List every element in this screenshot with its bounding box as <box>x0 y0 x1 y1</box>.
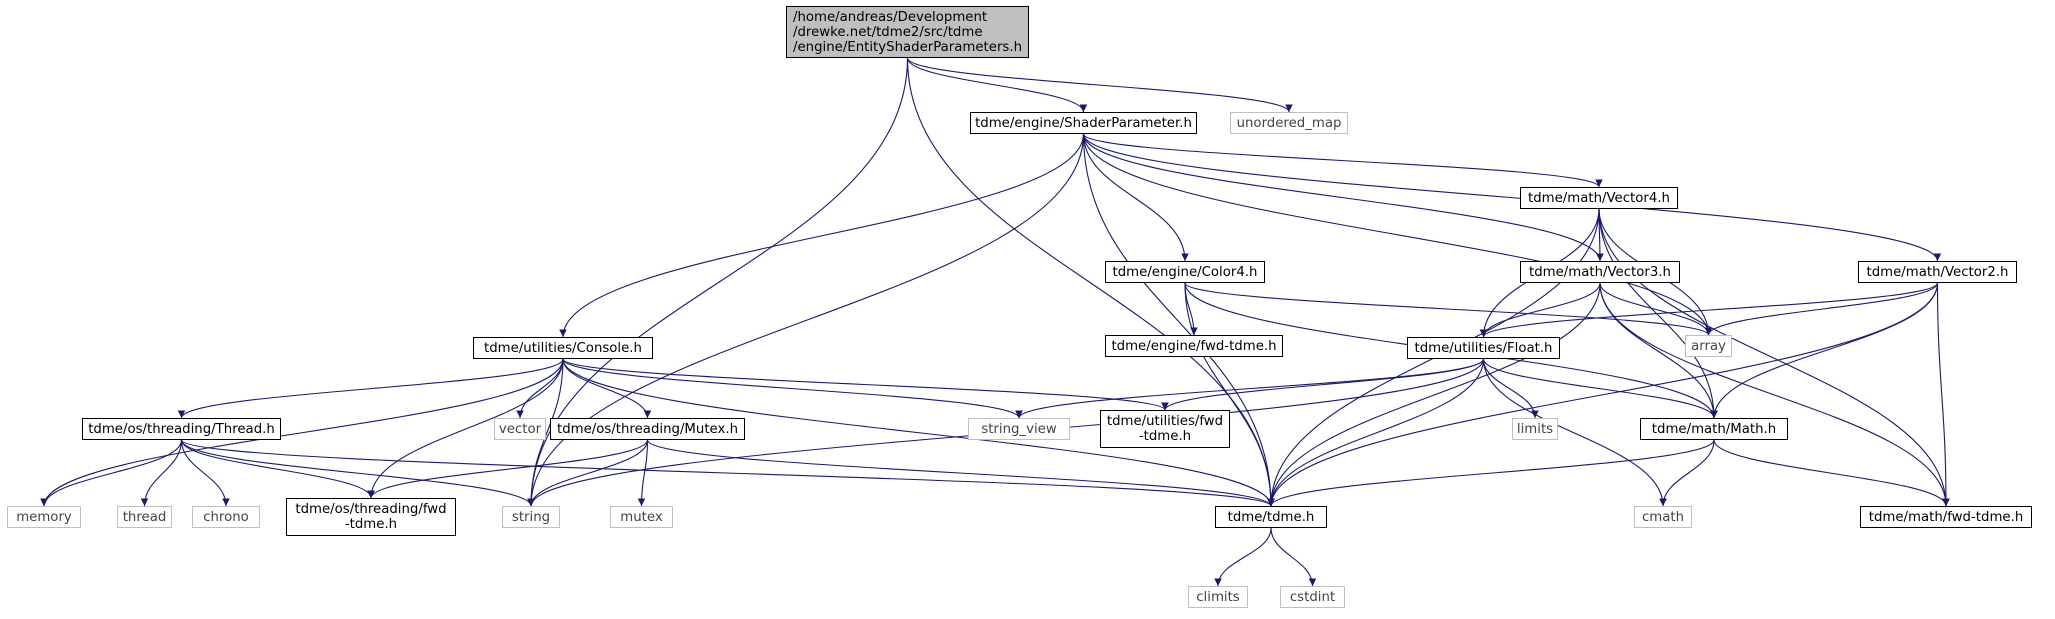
node-unordered-map: unordered_map <box>1230 112 1348 134</box>
node-chrono: chrono <box>192 506 260 528</box>
edge-vector3-to-float <box>1479 282 1601 338</box>
edge-mutex-h-to-threadfwd <box>367 439 649 499</box>
edge-vector2-to-array <box>1704 282 1939 336</box>
node-limits: limits <box>1512 418 1558 440</box>
edge-console-to-utilfwd <box>562 358 1169 411</box>
node-cstdint: cstdint <box>1280 586 1345 608</box>
edge-thread-to-thread-std <box>140 439 183 507</box>
node-memory: memory <box>7 506 81 528</box>
node-vector: vector <box>494 418 546 440</box>
node-climits: climits <box>1188 586 1248 608</box>
edge-shaderparam-to-vector3 <box>1082 133 1604 262</box>
edge-thread-to-memory <box>40 439 183 507</box>
edge-shaderparam-to-tdme <box>1082 133 1275 507</box>
edge-shaderparam-to-color4 <box>1082 133 1189 262</box>
node-string: string <box>502 506 560 528</box>
node-string-view: string_view <box>968 418 1070 440</box>
edge-math-to-tdme <box>1267 439 1715 507</box>
edge-thread-to-tdme <box>180 439 1275 507</box>
edge-thread-to-chrono <box>180 439 230 507</box>
node-utilfwd[interactable]: tdme/utilities/fwd -tdme.h <box>1100 410 1230 448</box>
edge-console-to-tdme <box>562 358 1275 507</box>
edge-vector3-to-mathfwd <box>1599 282 1950 507</box>
edge-vector3-to-tdme <box>1267 282 1601 507</box>
node-console[interactable]: tdme/utilities/Console.h <box>473 337 653 359</box>
edge-console-to-vector <box>516 358 564 419</box>
edge-math-to-mathfwd <box>1713 439 1950 507</box>
edge-shaderparam-to-array <box>1082 133 1713 336</box>
edge-console-to-memory <box>40 358 564 507</box>
node-vector2[interactable]: tdme/math/Vector2.h <box>1858 261 2017 283</box>
node-array: array <box>1685 335 1732 357</box>
edge-root-to-tdme <box>906 57 1275 507</box>
edge-tdme-to-cstdint <box>1270 527 1317 587</box>
edge-shaderparam-to-console <box>559 133 1085 338</box>
edge-console-to-mutex-h <box>562 358 652 419</box>
edge-mutex-h-to-string <box>527 439 649 507</box>
edge-tdme-to-climits <box>1214 527 1272 587</box>
edge-vector2-to-tdme <box>1267 282 1939 507</box>
node-thread-std: thread <box>117 506 172 528</box>
node-vector3[interactable]: tdme/math/Vector3.h <box>1520 261 1680 283</box>
node-mutex-h[interactable]: tdme/os/threading/Mutex.h <box>550 418 745 440</box>
edge-root-to-shaderparam <box>906 57 1088 113</box>
node-math[interactable]: tdme/math/Math.h <box>1640 418 1788 440</box>
node-color4[interactable]: tdme/engine/Color4.h <box>1105 261 1265 283</box>
edge-console-to-thread <box>177 358 564 419</box>
edge-color4-to-tdme <box>1184 282 1275 507</box>
edge-console-to-string <box>527 358 564 507</box>
edge-root-to-unordered-map <box>906 57 1293 113</box>
node-enginefwd[interactable]: tdme/engine/fwd-tdme.h <box>1105 335 1283 357</box>
edge-mutex-h-to-tdme <box>646 439 1275 507</box>
edge-float-to-limits <box>1482 358 1539 419</box>
edge-color4-to-enginefwd <box>1184 282 1198 336</box>
node-threadfwd[interactable]: tdme/os/threading/fwd -tdme.h <box>286 498 456 536</box>
edge-color4-to-array <box>1184 282 1713 336</box>
edge-vector4-to-mathfwd <box>1598 208 1950 507</box>
edge-vector2-to-math <box>1710 282 1939 419</box>
edge-vector2-to-mathfwd <box>1936 282 1950 507</box>
edge-shaderparam-to-vector2 <box>1082 133 1942 262</box>
edge-float-to-tdme <box>1267 358 1485 507</box>
edge-vector2-to-float <box>1479 282 1939 338</box>
node-tdme[interactable]: tdme/tdme.h <box>1215 506 1327 528</box>
node-root: /home/andreas/Development /drewke.net/td… <box>786 6 1029 58</box>
node-mathfwd[interactable]: tdme/math/fwd-tdme.h <box>1860 506 2032 528</box>
node-vector4[interactable]: tdme/math/Vector4.h <box>1520 187 1678 209</box>
node-float[interactable]: tdme/utilities/Float.h <box>1407 337 1560 359</box>
node-cmath: cmath <box>1634 506 1692 528</box>
edge-vector3-to-array <box>1599 282 1713 336</box>
edge-thread-to-threadfwd <box>180 439 375 499</box>
edge-float-to-utilfwd <box>1161 358 1485 411</box>
node-shaderparam[interactable]: tdme/engine/ShaderParameter.h <box>970 112 1197 134</box>
edge-shaderparam-to-vector4 <box>1082 133 1603 188</box>
node-mutex-std: mutex <box>610 506 673 528</box>
edge-console-to-string-view <box>562 358 1023 419</box>
edge-float-to-cmath <box>1482 358 1667 507</box>
edge-float-to-math <box>1482 358 1718 419</box>
node-thread[interactable]: tdme/os/threading/Thread.h <box>82 418 281 440</box>
edge-math-to-cmath <box>1659 439 1715 507</box>
edge-shaderparam-to-string <box>527 133 1085 507</box>
edge-thread-to-string <box>180 439 535 507</box>
edge-mutex-h-to-mutex-std <box>637 439 649 507</box>
